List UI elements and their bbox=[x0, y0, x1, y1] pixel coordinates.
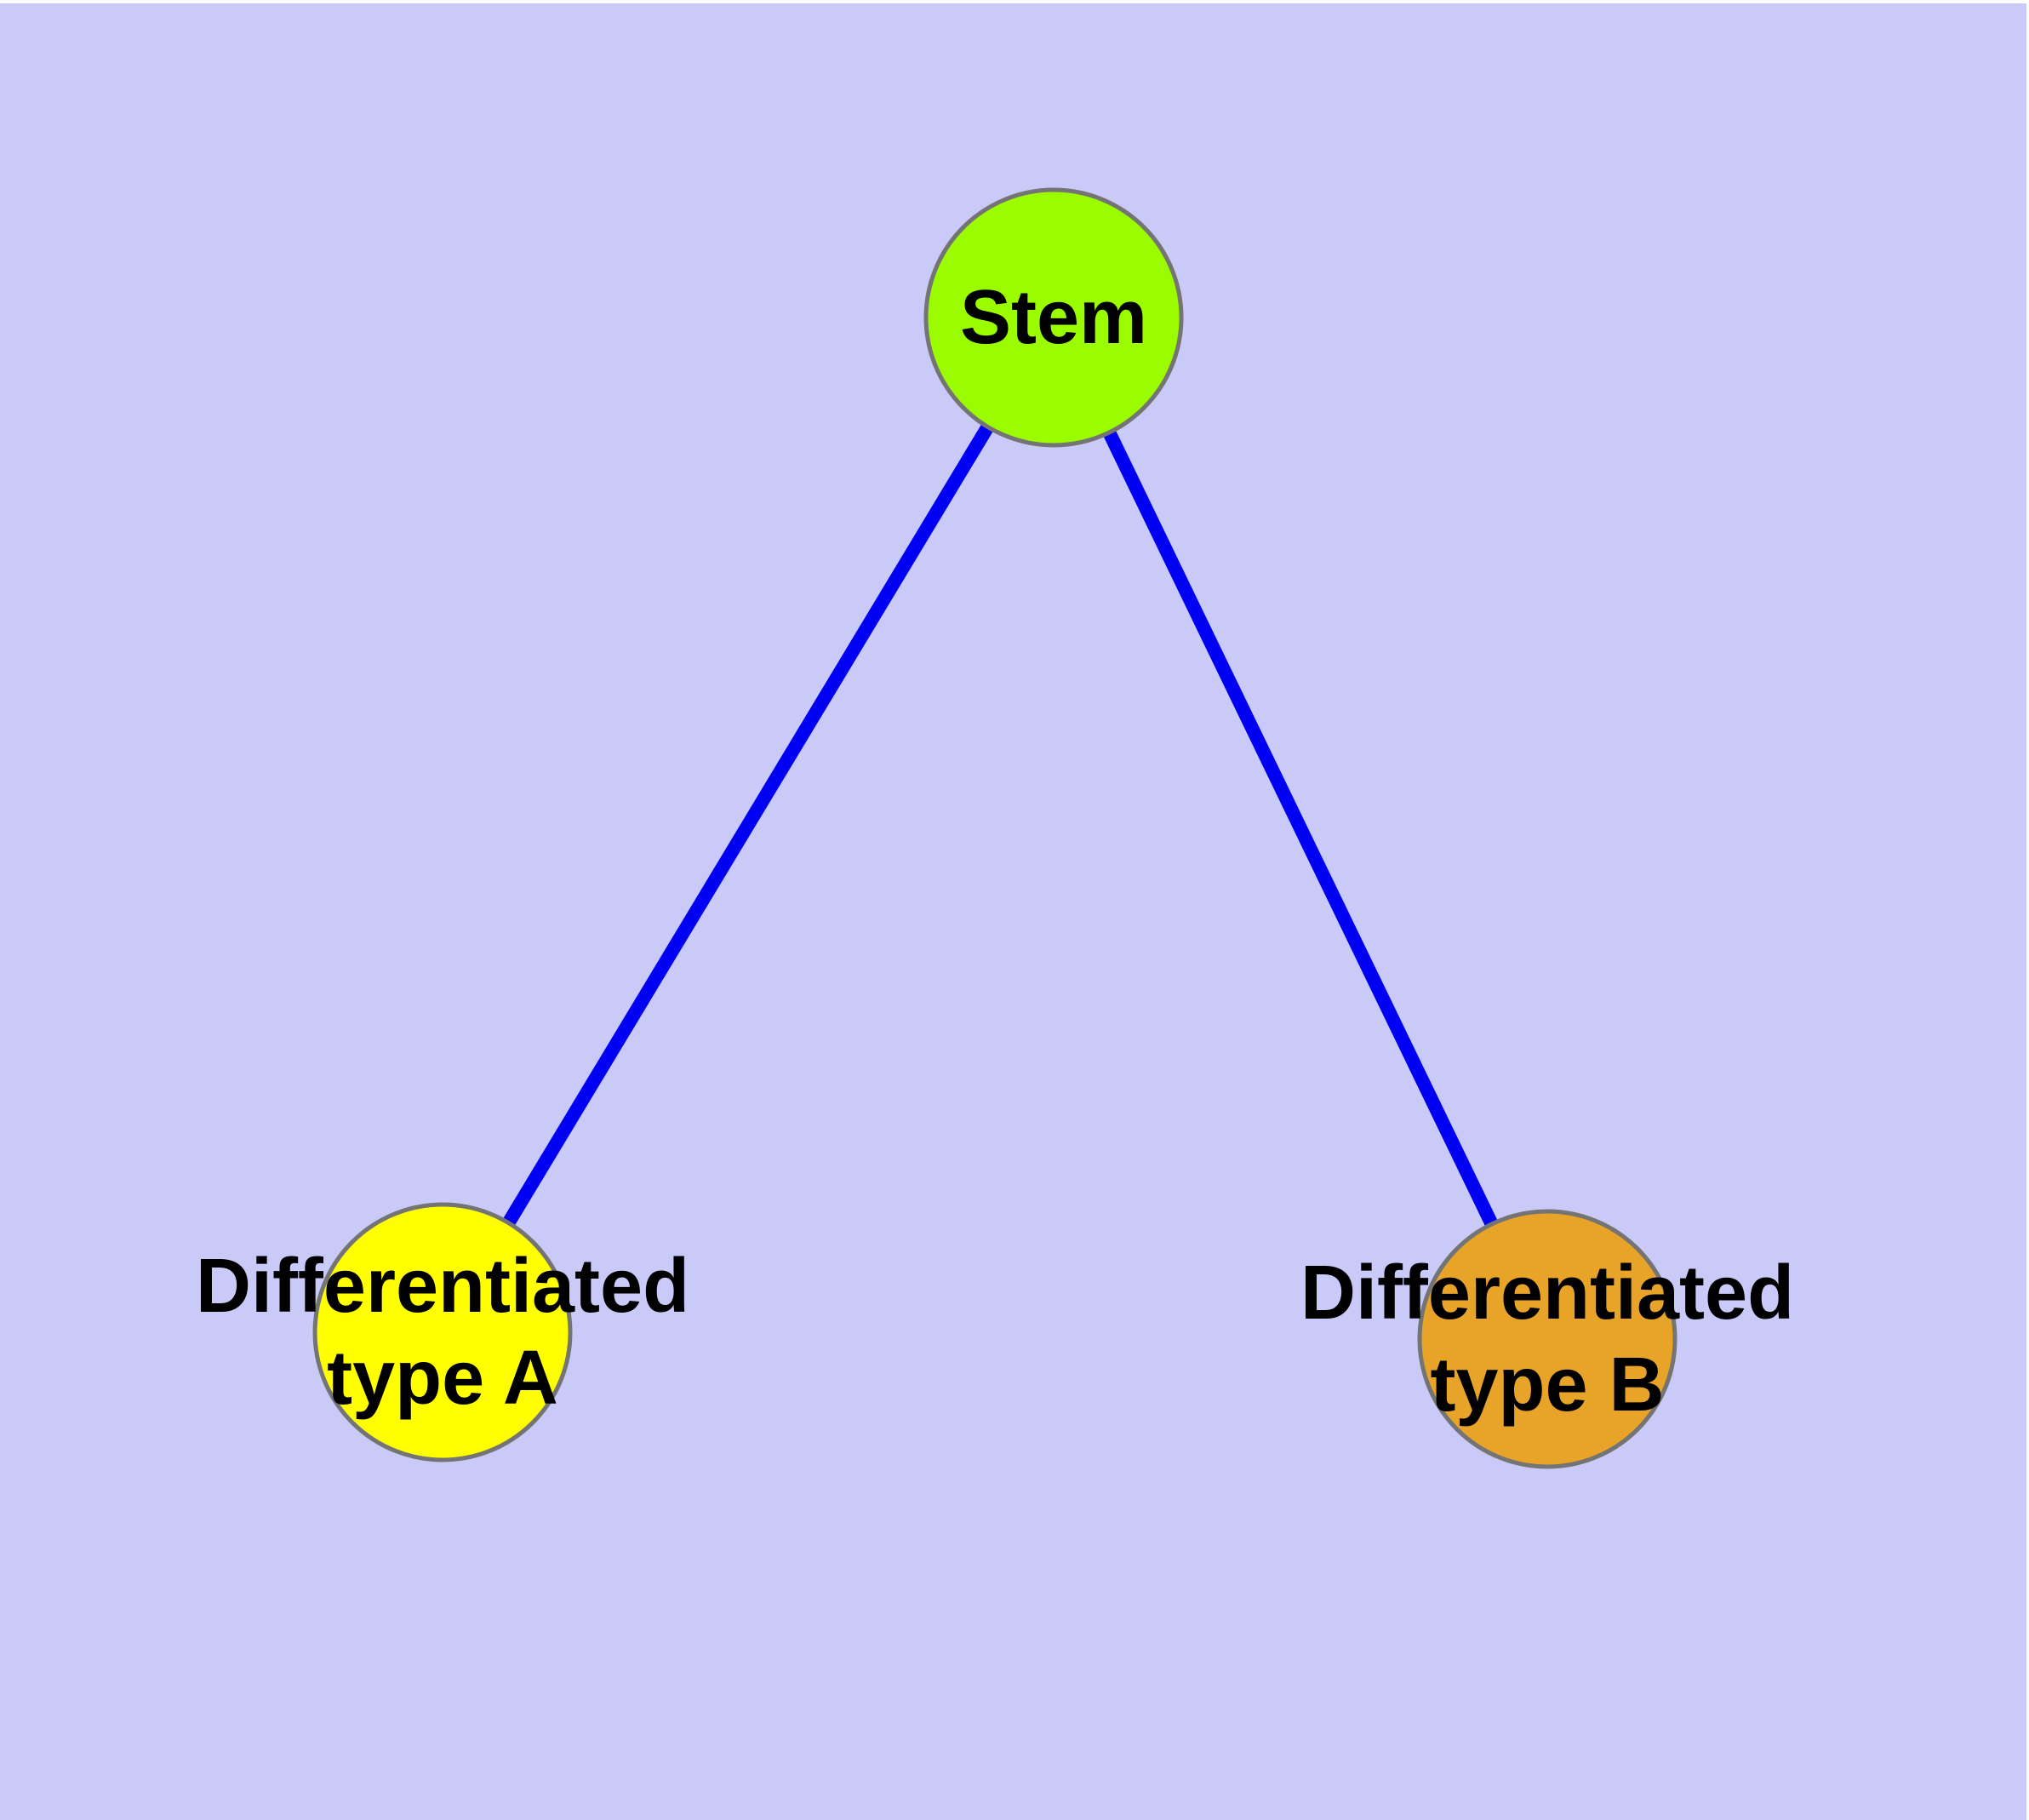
type-b-node bbox=[1417, 1209, 1677, 1469]
type-a-node bbox=[312, 1202, 573, 1462]
stem-node bbox=[923, 187, 1184, 448]
edge-stem-to-type-b bbox=[1047, 314, 1554, 1342]
edge-stem-to-type-a bbox=[437, 313, 1060, 1336]
